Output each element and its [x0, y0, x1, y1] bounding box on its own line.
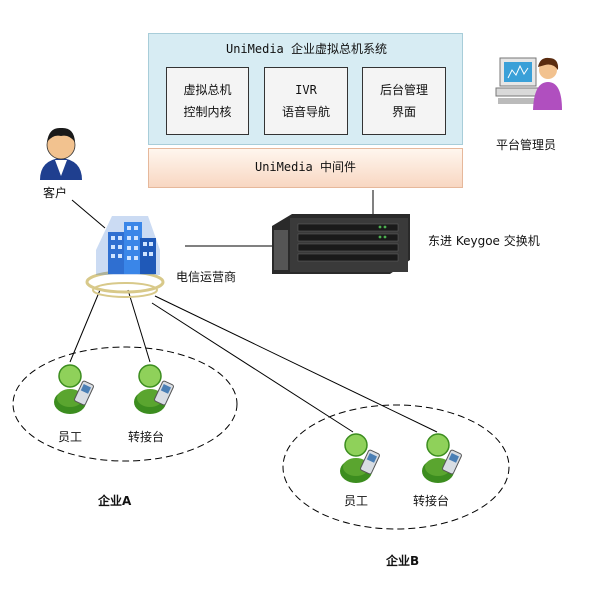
user-phone-icon-b1: [340, 433, 380, 483]
admin-computer-icon: [495, 57, 562, 110]
virtual-pbx-system-box: UniMedia 企业虚拟总机系统 虚拟总机 控制内核 IVR 语音导航 后台管…: [148, 33, 463, 145]
module-pbx-core: 虚拟总机 控制内核: [166, 67, 249, 135]
switch-label: 东进 Keygoe 交换机: [428, 234, 540, 248]
middleware-label: UniMedia 中间件: [254, 160, 357, 174]
carrier-label: 电信运营商: [176, 270, 237, 284]
enterprise-a-user-label: 员工: [58, 430, 83, 444]
carrier-a1-link: [69, 289, 101, 363]
enterprise-b-boundary: [282, 404, 510, 530]
middleware-box: UniMedia 中间件: [148, 148, 463, 188]
user-phone-icon-b2: [422, 433, 462, 483]
module-admin-ui: 后台管理 界面: [362, 67, 446, 135]
module-ivr: IVR 语音导航: [264, 67, 348, 135]
carrier-a2-link: [127, 289, 151, 363]
enterprise-b-label: 企业B: [386, 554, 420, 568]
carrier-b2-link: [154, 295, 438, 433]
enterprise-b-operator-label: 转接台: [413, 494, 450, 508]
module-ivr-line1: IVR: [295, 83, 317, 97]
module-pbx-core-line2: 控制内核: [183, 105, 232, 119]
admin-label: 平台管理员: [496, 138, 557, 152]
enterprise-a-boundary: [12, 346, 238, 462]
user-phone-icon-a1: [54, 364, 94, 414]
module-admin-ui-line1: 后台管理: [379, 83, 428, 97]
building-icon: [85, 216, 165, 298]
module-ivr-line2: 语音导航: [281, 105, 330, 119]
module-admin-ui-line2: 界面: [391, 105, 416, 119]
enterprise-a-operator-label: 转接台: [128, 430, 165, 444]
enterprise-b-user-label: 员工: [344, 494, 369, 508]
enterprise-a-label: 企业A: [98, 494, 132, 508]
server-icon: [272, 214, 410, 274]
customer-label: 客户: [43, 186, 68, 200]
system-title: UniMedia 企业虚拟总机系统: [225, 42, 388, 56]
customer-link: [71, 199, 106, 229]
carrier-b1-link: [151, 302, 354, 433]
user-phone-icon-a2: [134, 364, 174, 414]
module-pbx-core-line1: 虚拟总机: [183, 83, 232, 97]
customer-icon: [40, 127, 82, 180]
